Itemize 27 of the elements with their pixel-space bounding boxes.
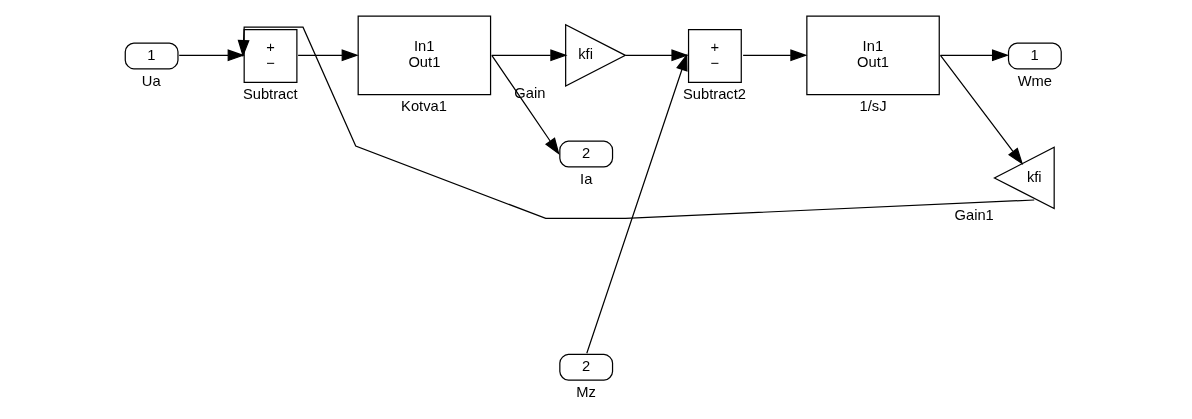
node-label: Subtract: [242, 85, 298, 102]
node-label: Subtract2: [683, 85, 746, 102]
node-label: Kotva1: [401, 98, 447, 115]
arrow: [491, 49, 568, 62]
arrow: [939, 54, 1024, 165]
node-label: Gain1: [954, 207, 994, 224]
node-box: 2: [559, 140, 614, 168]
arrow: [491, 54, 560, 155]
node-box: + −: [687, 29, 742, 83]
node-box: + −: [243, 29, 298, 83]
node-label: 1/sJ: [859, 98, 887, 115]
arrow: [939, 49, 1010, 62]
node-label: Ua: [141, 72, 161, 89]
node-box: In1 Out1: [806, 15, 940, 96]
arrow: [178, 49, 245, 62]
node-box: In1 Out1: [357, 15, 492, 96]
arrow: [625, 49, 689, 62]
node-box: 1: [124, 42, 179, 70]
node-box: 1: [1007, 42, 1062, 70]
arrow: [237, 26, 1035, 219]
arrow: [742, 49, 808, 62]
node-label: Ia: [580, 170, 593, 187]
node-label: Mz: [576, 383, 596, 400]
node-label: Wme: [1017, 72, 1053, 89]
arrow: [586, 53, 688, 354]
node-box: 2: [559, 353, 614, 381]
arrow: [297, 49, 359, 62]
